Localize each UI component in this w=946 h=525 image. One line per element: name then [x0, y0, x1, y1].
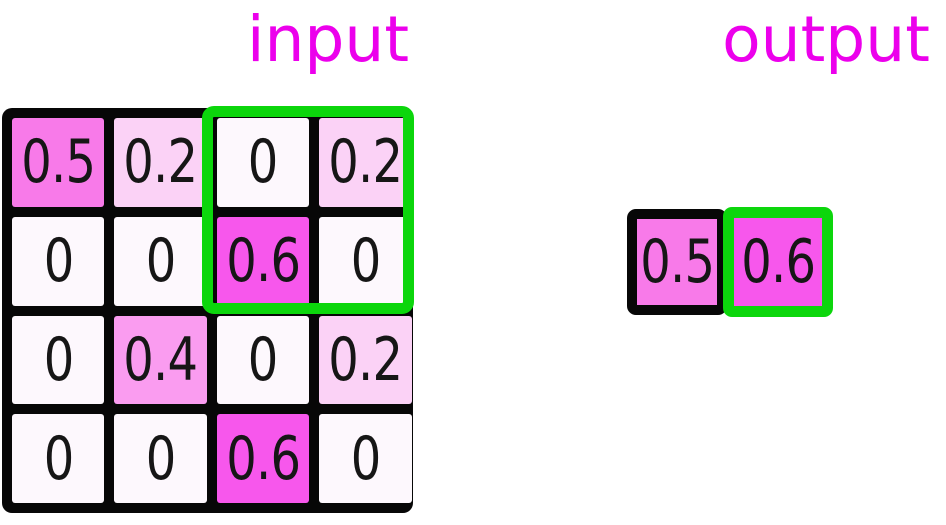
output-cell-1: 0.5: [627, 209, 727, 315]
input-cell-r4c2: 0: [114, 414, 207, 503]
output-cell-2: 0.6: [723, 207, 833, 317]
input-title: input: [246, 3, 410, 76]
input-cell-value: 0: [248, 127, 279, 198]
input-cell-r1c4: 0.2: [319, 118, 412, 207]
input-cell-r3c4: 0.2: [319, 315, 412, 405]
input-cell-r4c4: 0: [319, 414, 412, 503]
input-cell-value: 0: [350, 226, 382, 297]
input-cell-value: 0: [43, 226, 74, 297]
input-cell-value: 0.2: [328, 324, 404, 395]
input-cell-value: 0.4: [123, 324, 199, 395]
input-cell-value: 0: [350, 423, 382, 494]
input-cell-value: 0.2: [328, 127, 404, 198]
output-title: output: [722, 3, 930, 76]
input-cell-value: 0: [145, 226, 177, 297]
input-cell-r3c2: 0.4: [114, 315, 207, 405]
input-cell-r3c1: 0: [12, 315, 105, 405]
input-cell-r1c2: 0.2: [114, 118, 207, 207]
input-cell-r2c3: 0.6: [216, 216, 310, 306]
output-cell-value: 0.6: [741, 227, 816, 297]
input-cell-r2c1: 0: [12, 216, 105, 306]
input-cell-value: 0: [43, 324, 74, 395]
input-cell-r4c3: 0.6: [216, 414, 310, 503]
input-cell-value: 0.2: [123, 127, 199, 198]
input-cell-r1c3: 0: [216, 118, 310, 207]
input-cell-r3c3: 0: [216, 315, 310, 405]
input-cell-value: 0.6: [226, 423, 301, 494]
input-cell-r2c2: 0: [114, 216, 207, 306]
input-cell-value: 0.5: [21, 127, 96, 198]
input-cell-r1c1: 0.5: [12, 118, 105, 207]
input-cell-r2c4: 0: [319, 216, 412, 306]
input-cell-value: 0: [43, 423, 74, 494]
input-cell-value: 0: [145, 423, 177, 494]
input-cell-value: 0.6: [226, 226, 301, 297]
output-cell-value: 0.5: [640, 227, 715, 297]
input-cell-r4c1: 0: [12, 414, 105, 503]
input-cell-value: 0: [248, 324, 279, 395]
